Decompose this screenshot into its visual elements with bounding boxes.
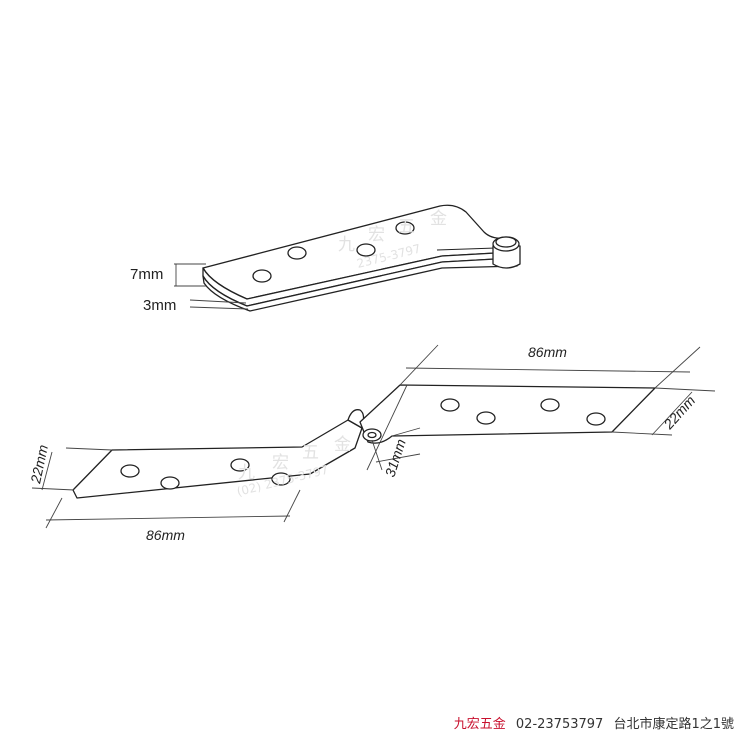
top-hinge-view — [202, 204, 521, 312]
watermark-char-5: 九 — [238, 463, 255, 483]
watermark-char-6: 宏 — [272, 453, 289, 473]
watermark-char-4: 金 — [430, 209, 447, 229]
top-bend-line — [436, 247, 497, 251]
right-hole-2 — [476, 411, 496, 425]
watermark-char-2: 宏 — [368, 225, 385, 245]
footer-phone: 02-23753797 — [515, 717, 604, 732]
watermark-char-7: 五 — [302, 443, 319, 463]
dim-length-right-label: 86mm — [528, 344, 567, 360]
bottom-dimension-lines — [31, 344, 716, 529]
watermark-char-1: 九 — [338, 235, 355, 255]
watermark-char-8: 金 — [334, 435, 351, 455]
footer-contact: 九宏五金 02-23753797 台北市康定路1之1號 — [454, 713, 734, 732]
bottom-hinge-view — [72, 384, 656, 499]
bottom-pivot-eye — [362, 428, 382, 442]
top-hole-2 — [287, 246, 307, 260]
watermark-char-3: 五 — [398, 217, 415, 237]
footer-address: 台北市康定路1之1號 — [613, 717, 734, 732]
dim-width-right-label: 22mm — [660, 392, 699, 433]
top-hole-1 — [252, 269, 272, 283]
top-pivot-knuckle — [492, 236, 521, 269]
left-hole-1 — [120, 464, 140, 478]
top-hole-3 — [356, 243, 376, 257]
dim-length-left-label: 86mm — [146, 527, 185, 543]
footer-brand: 九宏五金 — [453, 717, 506, 732]
dim-width-left-label: 22mm — [27, 443, 51, 486]
dim-pivot-label: 31mm — [382, 437, 409, 479]
left-hole-2 — [160, 476, 180, 490]
right-hole-1 — [440, 398, 460, 412]
right-leaf — [359, 384, 656, 444]
left-hole-3 — [230, 458, 250, 472]
right-hole-4 — [586, 412, 606, 426]
right-hole-3 — [540, 398, 560, 412]
dim-offset-label: 3mm — [143, 297, 176, 314]
left-hole-4 — [271, 472, 291, 486]
dim-thickness-label: 7mm — [130, 266, 163, 283]
top-hole-4 — [395, 221, 415, 235]
top-dimension-lines — [174, 263, 249, 310]
